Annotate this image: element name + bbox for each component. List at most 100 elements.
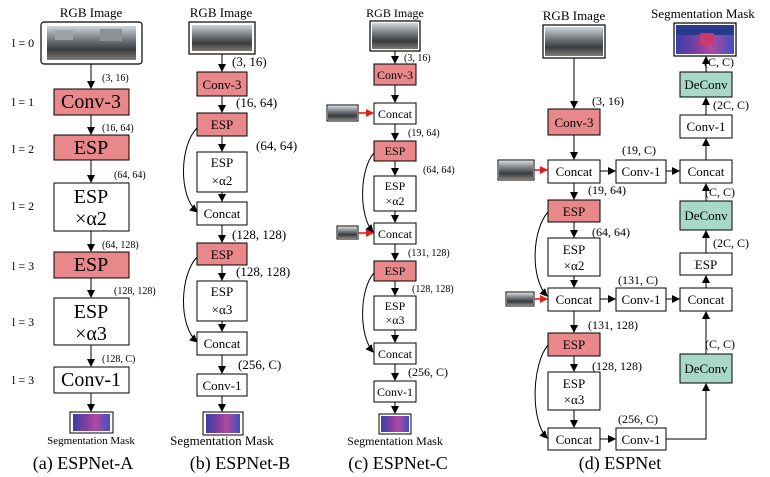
- deconv-block-d-1: [679, 353, 733, 384]
- esp-block-a-2: [53, 251, 130, 279]
- deconv-label-d-1: DeConv: [684, 361, 728, 376]
- esp-repeat-label-a-1: ESP: [74, 186, 108, 208]
- dim-label-d-7: (131, C): [618, 273, 658, 287]
- caption-d: (d) ESPNet: [579, 453, 662, 474]
- concat-label-d-1: Concat: [556, 164, 593, 179]
- esp-repeat-block-b-1: [196, 151, 248, 193]
- esp-repeat-label-c-2: ESP: [385, 299, 406, 313]
- dim-label-d-12: (2C, C): [713, 98, 749, 112]
- dim-label-d-3: (64, 64): [592, 225, 630, 239]
- repeat-factor-a2-c: ×α2: [385, 194, 404, 208]
- conv1-label-d-3: Conv-1: [622, 432, 661, 447]
- caption-c: (c) ESPNet-C: [348, 453, 447, 474]
- dim-label-d-8: (256, C): [618, 412, 658, 426]
- conv3-label-a: Conv-3: [61, 91, 121, 113]
- conv1-label-c: Conv-1: [377, 385, 413, 399]
- level-label-a-6: l = 3: [12, 373, 34, 387]
- conv1-label-a: Conv-1: [61, 369, 121, 391]
- concat-label-d-3: Concat: [556, 432, 593, 447]
- dim-label-d-13: (C, C): [704, 55, 734, 69]
- image-thumbnail-c-2: [336, 225, 359, 240]
- dim-label-d-10: (2C, C): [713, 236, 749, 250]
- deconv-label-d-2: DeConv: [684, 208, 728, 223]
- concat-label-b-2: Concat: [204, 336, 241, 351]
- esp-label-d-3: ESP: [695, 257, 717, 272]
- dim-label-a-6: (128, C): [102, 354, 135, 365]
- repeat-factor-a2-a: ×α2: [75, 208, 107, 230]
- caption-a: (a) ESPNet-A: [33, 453, 133, 474]
- segmentation-mask-label-b: Segmentation Mask: [170, 433, 274, 448]
- column-espnet: RGB Image (3, 16) Conv-3 Concat (19, 64)…: [497, 6, 755, 474]
- segmentation-mask-label-d: Segmentation Mask: [651, 6, 755, 21]
- concat-label-d-4: Concat: [688, 292, 725, 307]
- dim-label-d-2: (19, 64): [588, 183, 626, 197]
- concat-label-c-3: Concat: [378, 347, 413, 361]
- rgb-image-label-d: RGB Image: [543, 8, 606, 23]
- repeat-factor-a2-b: ×α2: [212, 173, 233, 188]
- dim-label-b-3: (64, 64): [256, 138, 297, 153]
- dim-label-c-1: (3, 16): [404, 53, 431, 64]
- conv1-label-d-4: Conv-1: [687, 119, 726, 134]
- dim-label-b-6: (256, C): [238, 357, 281, 372]
- dim-label-a-1: (3, 16): [102, 73, 129, 84]
- dim-label-d-9: (C, C): [705, 337, 735, 351]
- image-thumbnail-d-1: [497, 159, 535, 181]
- conv1-label-b: Conv-1: [203, 378, 242, 393]
- column-espnet-c: RGB Image (3, 16) Conv-3 Concat (19, 64)…: [326, 6, 455, 474]
- esp-label-b-1: ESP: [211, 117, 233, 132]
- segmentation-mask-thumbnail-b: [202, 411, 244, 436]
- dim-label-a-2: (16, 64): [102, 123, 134, 134]
- esp-label-d-1: ESP: [563, 204, 585, 219]
- esp-repeat-label-d-2: ESP: [563, 376, 585, 391]
- repeat-factor-a3-b: ×α3: [212, 302, 233, 317]
- dim-label-a-4: (64, 128): [102, 240, 139, 251]
- esp-label-a-2: ESP: [74, 254, 108, 276]
- level-label-a-5: l = 3: [12, 315, 34, 329]
- dim-label-d-11: (C, C): [705, 185, 735, 199]
- dim-label-c-4: (131, 128): [408, 248, 450, 259]
- dim-label-d-1: (3, 16): [592, 94, 624, 108]
- dim-label-d-5: (128, 128): [592, 359, 642, 373]
- esp-label-b-2: ESP: [211, 247, 233, 262]
- repeat-factor-a3-a: ×α3: [75, 323, 107, 345]
- segmentation-mask-thumbnail-d: [673, 22, 737, 57]
- dim-label-c-2: (19, 64): [408, 128, 440, 139]
- esp-repeat-label-b-1: ESP: [211, 155, 233, 170]
- dim-label-d-4: (131, 128): [588, 318, 638, 332]
- conv1-label-d-1: Conv-1: [622, 164, 661, 179]
- conv3-label-c: Conv-3: [377, 68, 413, 82]
- level-label-a-1: l = 1: [12, 95, 34, 109]
- caption-b: (b) ESPNet-B: [190, 453, 291, 474]
- esp-label-a-1: ESP: [74, 137, 108, 159]
- conv3-label-d: Conv-3: [555, 115, 594, 130]
- rgb-image-label-b: RGB Image: [190, 5, 253, 20]
- dim-label-b-1: (3, 16): [232, 54, 267, 69]
- concat-label-d-2: Concat: [556, 292, 593, 307]
- dim-label-a-5: (128, 128): [114, 286, 156, 297]
- dim-label-b-4: (128, 128): [232, 227, 286, 242]
- rgb-image-label-c: RGB Image: [366, 6, 424, 20]
- image-thumbnail-d-2: [505, 291, 535, 307]
- deconv-label-d-3: DeConv: [684, 77, 728, 92]
- rgb-image-thumbnail-a: [40, 21, 143, 65]
- level-label-a-4: l = 3: [12, 259, 34, 273]
- level-label-a-3: l = 2: [12, 199, 34, 213]
- esp-repeat-label-d-1: ESP: [563, 242, 585, 257]
- esp-repeat-block-a-2: [53, 297, 130, 346]
- concat-label-c-1: Concat: [378, 107, 413, 121]
- concat-label-c-2: Concat: [378, 227, 413, 241]
- rgb-image-thumbnail-b: [188, 21, 256, 55]
- segmentation-mask-thumbnail-c: [378, 413, 412, 435]
- dim-label-b-2: (16, 64): [236, 95, 277, 110]
- esp-repeat-block-b-2: [196, 280, 248, 322]
- dim-label-d-6: (19, C): [622, 143, 656, 157]
- dim-label-c-3: (64, 64): [423, 165, 455, 176]
- esp-repeat-label-a-2: ESP: [74, 301, 108, 323]
- repeat-factor-a2-d: ×α2: [564, 258, 585, 273]
- image-thumbnail-c-1: [326, 104, 359, 122]
- dim-label-a-3: (64, 64): [114, 170, 146, 181]
- esp-label-c-1: ESP: [385, 144, 406, 158]
- rgb-image-thumbnail-d: [542, 24, 606, 59]
- dim-label-c-5: (128, 128): [412, 284, 454, 295]
